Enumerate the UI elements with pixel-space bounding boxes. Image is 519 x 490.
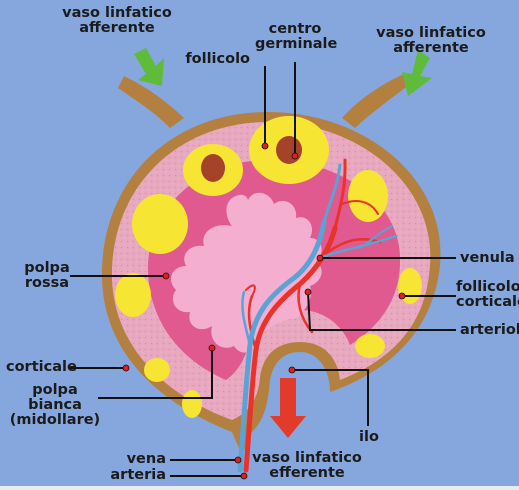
- label-vaso-afferente-right: vaso linfatico afferente: [366, 26, 496, 56]
- label-vena: vena: [110, 452, 166, 467]
- label-vaso-efferente: vaso linfatico efferente: [252, 451, 362, 481]
- label-follicolo-corticale: follicolo corticale: [456, 280, 519, 310]
- label-follicolo: follicolo: [170, 52, 250, 67]
- label-corticale: corticale: [6, 360, 77, 375]
- label-arteriola: arteriola: [460, 323, 519, 338]
- label-polpa-rossa: polpa rossa: [20, 261, 74, 291]
- afferent-vessel-right: [342, 74, 410, 128]
- afferent-arrow-right: [402, 50, 432, 96]
- label-venula: venula: [460, 251, 515, 266]
- bottom-strip: [0, 486, 519, 490]
- label-ilo: ilo: [354, 430, 384, 445]
- label-vaso-afferente-left: vaso linfatico afferente: [58, 6, 176, 36]
- afferent-arrow-left: [134, 48, 164, 86]
- label-arteria: arteria: [104, 468, 166, 483]
- afferent-vessel-left: [118, 76, 184, 128]
- label-centro-germinale: centro germinale: [255, 22, 335, 52]
- label-polpa-bianca: polpa bianca (midollare): [8, 383, 102, 428]
- efferent-arrow: [270, 378, 306, 438]
